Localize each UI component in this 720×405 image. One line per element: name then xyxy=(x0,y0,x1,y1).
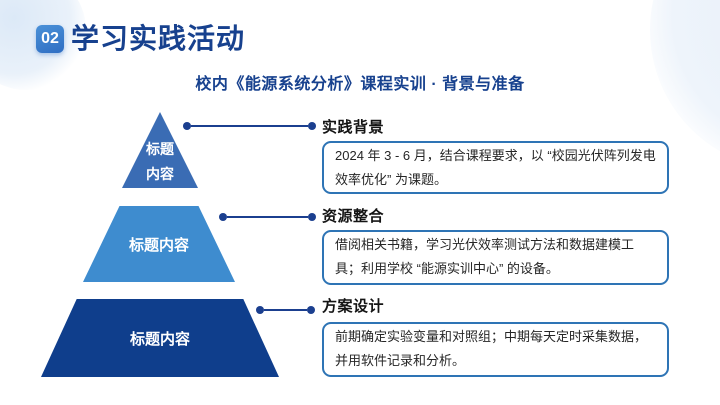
connector-dot-icon xyxy=(219,213,227,221)
connector-top xyxy=(183,122,316,130)
section-title-practice-background: 实践背景 xyxy=(322,119,385,136)
connector-dot-icon xyxy=(308,122,316,130)
connector-middle xyxy=(219,213,316,221)
section-body-practice-background: 2024 年 3 - 6 月，结合课程要求，以 “校园光伏阵列发电效率优化” 为… xyxy=(322,141,669,194)
pyramid-level-bottom-label: 标题内容 xyxy=(129,330,190,348)
section-number-badge: 02 xyxy=(36,25,64,53)
pyramid-level-top-label-line2: 内容 xyxy=(146,166,174,182)
pyramid-level-top-label-line1: 标题 xyxy=(146,141,174,157)
section-body-plan-design: 前期确定实验变量和对照组；中期每天定时采集数据，并用软件记录和分析。 xyxy=(322,322,669,377)
section-title-resource-integration: 资源整合 xyxy=(322,208,385,225)
pyramid-level-bottom: 标题内容 xyxy=(41,299,279,377)
connector-dot-icon xyxy=(183,122,191,130)
page-title: 学习实践活动 xyxy=(71,23,246,54)
connector-line xyxy=(191,125,308,127)
section-body-resource-integration: 借阅相关书籍，学习光伏效率测试方法和数据建模工具；利用学校 “能源实训中心” 的… xyxy=(322,230,669,285)
pyramid-level-middle: 标题内容 xyxy=(83,206,235,282)
connector-bottom xyxy=(256,306,315,314)
connector-line xyxy=(264,309,307,311)
connector-line xyxy=(227,216,308,218)
page-subtitle: 校内《能源系统分析》课程实训 · 背景与准备 xyxy=(195,76,525,93)
section-title-plan-design: 方案设计 xyxy=(322,298,385,315)
connector-dot-icon xyxy=(308,213,316,221)
connector-dot-icon xyxy=(256,306,264,314)
pyramid-level-middle-label: 标题内容 xyxy=(128,236,189,254)
connector-dot-icon xyxy=(307,306,315,314)
